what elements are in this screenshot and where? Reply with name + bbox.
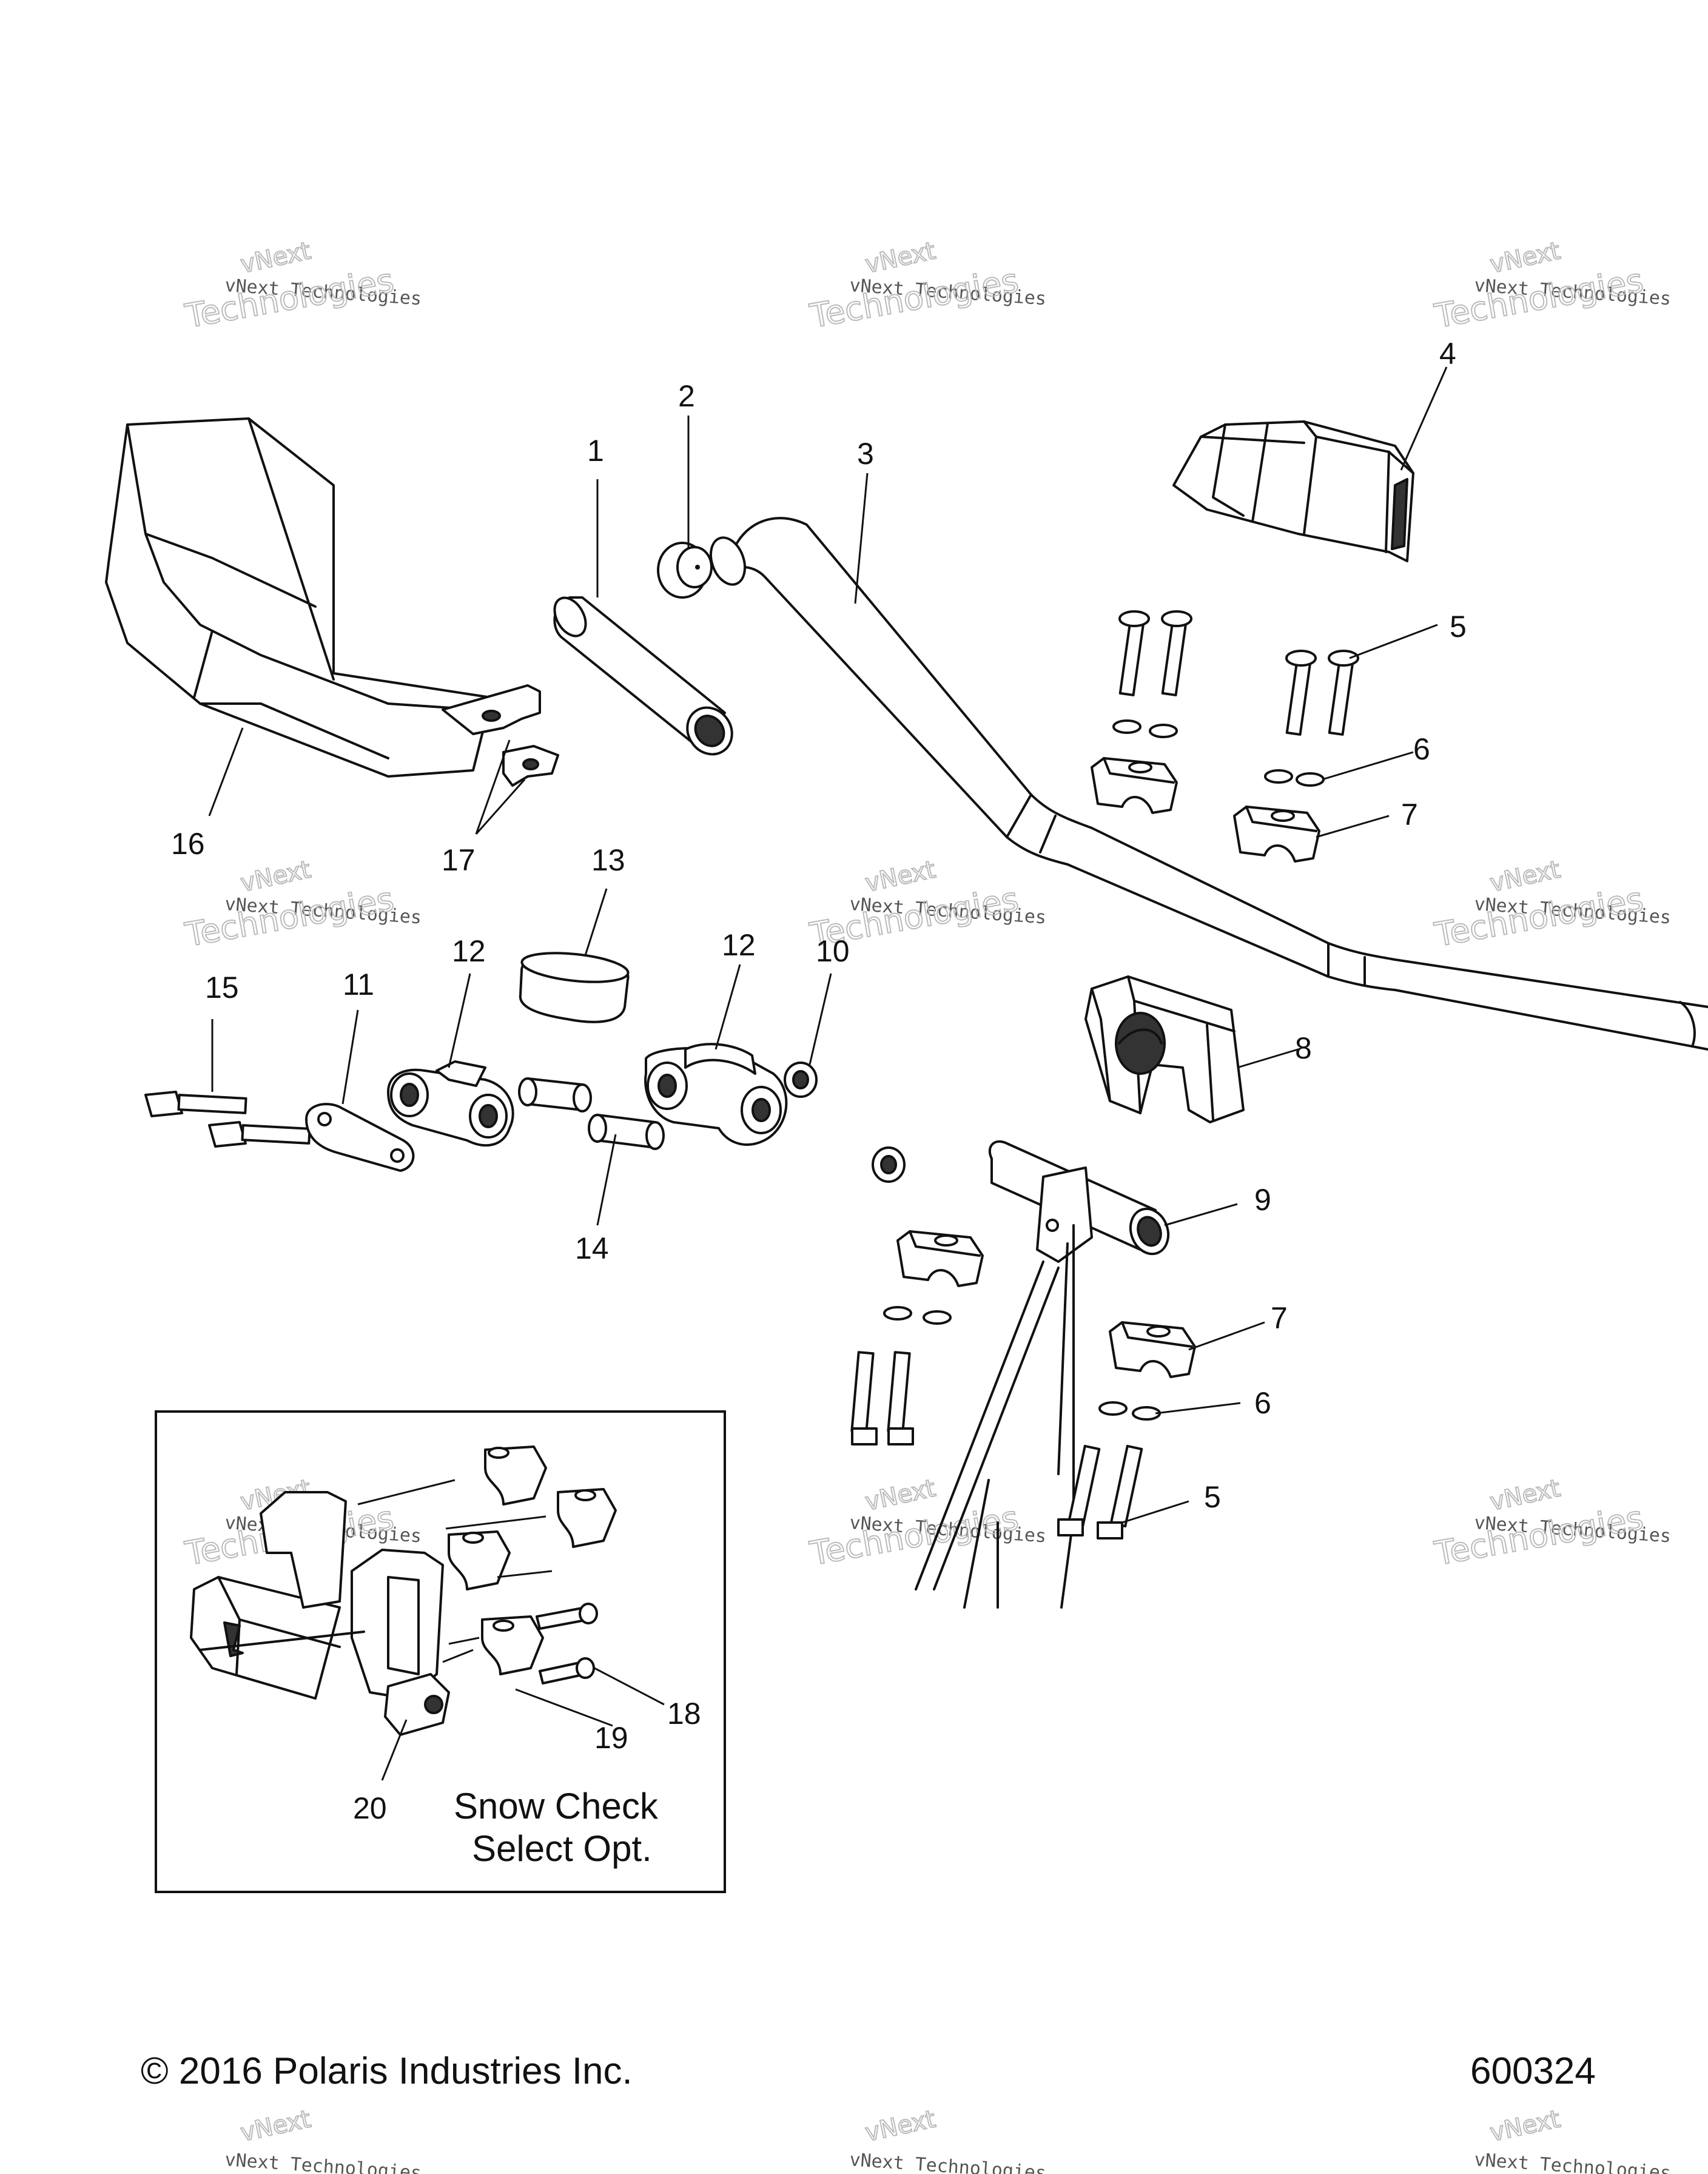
callout-8: 8: [1295, 1031, 1312, 1065]
svg-text:Technologies: Technologies: [807, 1499, 1021, 1573]
watermark: vNext vNext Technologies Technologies: [806, 236, 1047, 335]
callout-10: 10: [816, 934, 850, 968]
svg-text:Technologies: Technologies: [1431, 1499, 1646, 1573]
callout-2: 2: [678, 379, 695, 413]
part-18-snow-check-bolts: [536, 1603, 598, 1684]
svg-text:Technologies: Technologies: [1431, 261, 1646, 335]
part-19-snow-check-mounts: [448, 1445, 617, 1675]
callout-17: 17: [442, 843, 476, 877]
copyright-text: © 2016 Polaris Industries Inc.: [141, 2050, 633, 2092]
diagram-number: 600324: [1470, 2050, 1596, 2092]
svg-text:vNext: vNext: [863, 855, 938, 897]
callout-4: 4: [1439, 337, 1456, 371]
part-16-handguard: [105, 417, 493, 778]
watermark: vNext vNext Technologies: [1473, 2104, 1672, 2174]
inset-frame: [155, 1410, 726, 1893]
svg-text:vNext: vNext: [863, 2105, 938, 2147]
part-6-lower-washers: [883, 1306, 1161, 1421]
part-17-handguard-mount: [442, 684, 559, 787]
svg-text:vNext: vNext: [238, 855, 314, 897]
callout-5-lower: 5: [1204, 1480, 1221, 1514]
svg-text:vNext Technologies: vNext Technologies: [849, 2149, 1047, 2174]
watermark: vNext vNext Technologies Technologies: [181, 236, 422, 335]
watermark: vNext vNext Technologies Technologies: [181, 855, 422, 954]
callout-5-upper: 5: [1450, 610, 1467, 644]
callout-7-lower: 7: [1271, 1301, 1288, 1335]
watermark: vNext vNext Technologies Technologies: [1431, 1473, 1672, 1573]
part-2-bar-end-plug: [657, 542, 713, 599]
callout-3: 3: [857, 437, 874, 471]
callout-12-left: 12: [452, 934, 486, 968]
part-5-upper-bolts: [1118, 610, 1359, 736]
part-7-lower-clamps: [896, 1230, 1196, 1378]
callout-1: 1: [587, 434, 604, 468]
svg-text:Technologies: Technologies: [1431, 880, 1646, 954]
part-4-handlebar-pad: [1172, 420, 1414, 562]
svg-text:vNext Technologies: vNext Technologies: [224, 2149, 422, 2174]
callout-20: 20: [353, 1791, 387, 1825]
svg-text:vNext: vNext: [863, 1474, 938, 1516]
part-6-upper-washers: [1112, 719, 1325, 787]
svg-text:Technologies: Technologies: [807, 261, 1021, 335]
watermark: vNext vNext Technologies: [224, 2104, 422, 2174]
callout-6-lower: 6: [1254, 1386, 1271, 1420]
leader-lines: [208, 366, 1448, 1781]
svg-text:Technologies: Technologies: [182, 261, 397, 335]
callout-16: 16: [171, 827, 205, 861]
part-12-clamp-left: [387, 1060, 514, 1147]
callout-13: 13: [591, 843, 625, 877]
part-20-snow-check-kit: [190, 1491, 450, 1736]
svg-text:Technologies: Technologies: [182, 880, 397, 954]
inset-title-line1: Snow Check: [454, 1786, 659, 1826]
callout-11: 11: [343, 968, 374, 1001]
part-10-nuts: [784, 1062, 906, 1183]
part-12-clamp-right: [644, 1043, 788, 1146]
callout-6-upper: 6: [1413, 732, 1430, 766]
callout-12-right: 12: [722, 928, 756, 962]
callout-7-upper: 7: [1401, 798, 1418, 832]
watermarks: vNext vNext Technologies Technologies vN…: [181, 236, 1672, 2174]
svg-text:vNext: vNext: [863, 237, 938, 278]
callout-19: 19: [594, 1721, 628, 1755]
inset-title-line2: Select Opt.: [472, 1828, 652, 1869]
svg-text:vNext: vNext: [1488, 2105, 1563, 2147]
watermark: vNext vNext Technologies Technologies: [1431, 855, 1672, 954]
svg-text:vNext: vNext: [238, 2105, 314, 2147]
callout-9: 9: [1254, 1183, 1271, 1217]
callout-14: 14: [575, 1231, 609, 1265]
part-8-clamp-block: [1084, 975, 1245, 1123]
part-13-ring: [519, 952, 630, 1023]
svg-text:vNext: vNext: [1488, 237, 1563, 278]
part-14-sleeves: [518, 1077, 665, 1150]
part-9-riser: [915, 1140, 1170, 1609]
callout-18: 18: [667, 1697, 701, 1731]
inset-snow-check: Snow Check Select Opt.: [155, 1410, 726, 1893]
callout-15: 15: [205, 971, 239, 1005]
watermark: vNext vNext Technologies: [849, 2104, 1047, 2174]
watermark: vNext vNext Technologies Technologies: [1431, 236, 1672, 335]
svg-text:vNext: vNext: [238, 237, 314, 278]
part-11-plate: [305, 1103, 415, 1172]
part-1-grip: [553, 596, 733, 756]
svg-text:vNext: vNext: [1488, 855, 1563, 897]
part-5-lower-bolts: [850, 1351, 1143, 1540]
svg-text:vNext: vNext: [1488, 1474, 1563, 1516]
part-3-handlebar: [709, 517, 1708, 1051]
callout-labels: 1 2 3 4 5 6 7 8 9 7 6 5 10 11 12 12 13 1…: [171, 337, 1467, 1825]
svg-text:vNext Technologies: vNext Technologies: [1473, 2149, 1672, 2174]
part-15-bolts: [144, 1091, 311, 1148]
